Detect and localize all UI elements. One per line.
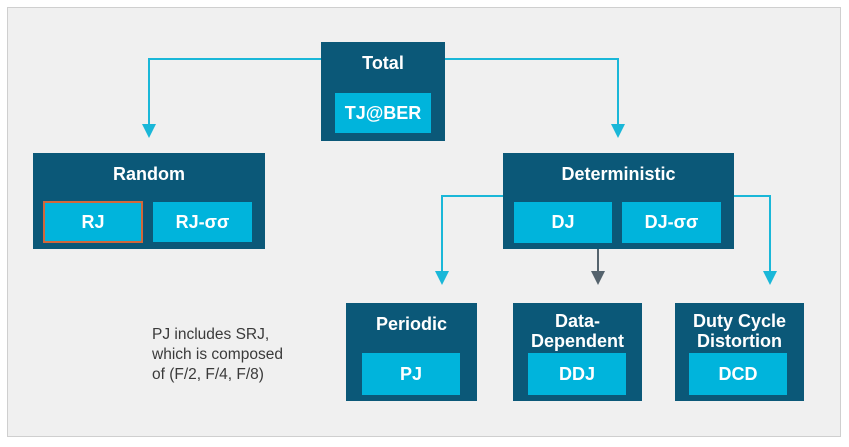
connector-total-to-deterministic: [445, 58, 625, 138]
pj-note-line-1: PJ includes SRJ,: [152, 326, 270, 343]
pj-note: PJ includes SRJ, which is composed of (F…: [152, 325, 332, 385]
duty-cycle-distortion-title: Duty Cycle Distortion: [675, 311, 804, 351]
total-title: Total: [362, 53, 404, 73]
pj-note-line-3: of (F/2, F/4, F/8): [152, 366, 264, 383]
duty-cycle-distortion-node: Duty Cycle Distortion DCD: [675, 303, 804, 401]
data-dependent-title-line-1: Data-: [554, 311, 600, 331]
deterministic-title: Deterministic: [561, 164, 676, 184]
periodic-node: Periodic PJ: [346, 303, 477, 401]
random-node: Random RJ RJ-σσ: [33, 153, 265, 249]
ddj-chip: DDJ: [528, 353, 626, 395]
pj-chip: PJ: [362, 353, 460, 395]
duty-cycle-title-line-1: Duty Cycle: [692, 311, 787, 331]
data-dependent-node: Data- Dependent DDJ: [513, 303, 642, 401]
random-title: Random: [113, 164, 185, 184]
rj-chip: RJ: [43, 201, 143, 243]
dcd-chip: DCD: [689, 353, 787, 395]
data-dependent-title-line-2: Dependent: [530, 331, 624, 351]
dj-chip: DJ: [514, 202, 612, 243]
total-node: Total TJ@BER: [321, 42, 445, 141]
connector-deterministic-to-periodic: [435, 195, 503, 285]
tj-at-ber-chip: TJ@BER: [335, 93, 431, 133]
rj-sigma-chip: RJ-σσ: [153, 202, 252, 242]
dj-sigma-chip: DJ-σσ: [622, 202, 721, 243]
deterministic-node: Deterministic DJ DJ-σσ: [503, 153, 734, 249]
periodic-title: Periodic: [375, 314, 448, 334]
data-dependent-title: Data- Dependent: [513, 311, 642, 351]
pj-note-line-2: which is composed: [152, 346, 283, 363]
duty-cycle-title-line-2: Distortion: [697, 331, 782, 351]
connector-deterministic-to-duty-cycle: [734, 195, 777, 285]
connector-total-to-random: [142, 58, 321, 138]
